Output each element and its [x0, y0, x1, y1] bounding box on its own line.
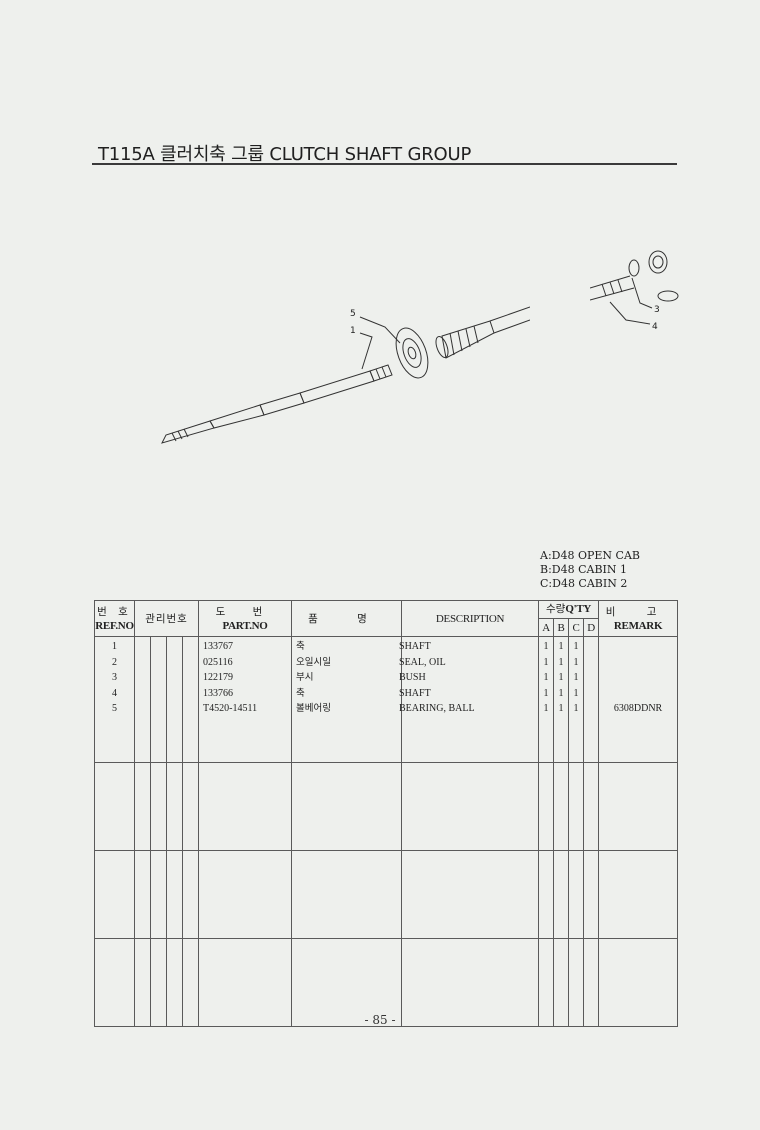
shaft-1-spline [369, 364, 393, 382]
blank-row [94, 850, 679, 939]
remark-column: 6308DDNR [598, 636, 679, 763]
qty-a-value: 1 [543, 672, 549, 683]
qty-b-value: 1 [558, 687, 564, 699]
remark-value: 6308DDNR [613, 703, 663, 714]
qty-c-value: 1 [573, 641, 579, 652]
callout-3: 3 [654, 305, 660, 315]
blank-row [94, 938, 679, 1027]
qty-d-column [583, 636, 600, 763]
qty-col-c: C [568, 618, 585, 637]
table-row-ref: 3 [112, 672, 117, 683]
qty-d-value [584, 655, 598, 671]
table-row-desc: BEARING, BALL [399, 703, 475, 714]
remark-value [599, 686, 677, 702]
mgmt-cell [150, 636, 167, 763]
ref-no-header: 번 호 REF.NO [94, 600, 135, 637]
description-header: DESCRIPTION [401, 600, 540, 637]
table-row-desc: BUSH [399, 672, 426, 683]
qty-b-value: 1 [558, 641, 564, 652]
shaft-1-segment [209, 404, 265, 429]
variant-c: C:D48 CABIN 2 [540, 577, 628, 590]
table-row-part: 025116 [203, 656, 233, 668]
table-row-ref: 2 [112, 656, 117, 668]
blank-row [94, 762, 679, 851]
shaft-1-tip [161, 420, 215, 444]
qty-d-value [584, 670, 598, 686]
oil-seal-2 [648, 250, 668, 274]
qty-col-d: D [583, 618, 600, 637]
table-row-desc: SHAFT [399, 687, 431, 699]
qty-a-column: 1 1 1 1 1 [538, 636, 555, 763]
callout-5: 5 [350, 309, 356, 319]
remark-header: 비 고 REMARK [598, 600, 679, 637]
table-row-desc: SHAFT [399, 641, 431, 652]
page-title: T115A 클러치축 그룹 CLUTCH SHAFT GROUP [98, 144, 472, 165]
table-row-part: 133767 [203, 641, 234, 652]
table-row-name: 축 [296, 687, 305, 699]
diagram-right-detail: 3 4 [590, 250, 679, 332]
qty-a-value: 1 [543, 656, 549, 668]
qty-b-value: 1 [558, 656, 564, 668]
mgmt-no-header: 관리번호 [133, 600, 200, 637]
variant-b: B:D48 CABIN 1 [540, 563, 628, 576]
qty-a-value: 1 [543, 703, 549, 714]
qty-d-value [584, 701, 598, 717]
bearing-5 [395, 327, 429, 379]
table-row-ref: 1 [112, 641, 117, 652]
qty-c-value: 1 [573, 687, 579, 699]
qty-col-b: B [553, 618, 570, 637]
mgmt-cell [166, 636, 183, 763]
callout-4: 4 [652, 322, 658, 332]
table-row-part: T4520-14511 [203, 703, 258, 714]
title-rule [92, 163, 677, 165]
table-row-name: 축 [296, 641, 305, 652]
qty-d-value [584, 686, 598, 702]
remark-value [599, 670, 677, 686]
bush-3 [628, 259, 640, 277]
leader-3 [631, 277, 653, 309]
qty-a-value: 1 [543, 687, 549, 699]
table-row-desc: SEAL, OIL [399, 656, 446, 668]
table-row-name: 볼베어링 [296, 703, 331, 714]
callout-1: 1 [350, 326, 356, 336]
qty-b-column: 1 1 1 1 1 [553, 636, 570, 763]
qty-c-value: 1 [573, 656, 579, 668]
table-row-part: 122179 [203, 672, 234, 683]
qty-c-value: 1 [573, 672, 579, 683]
clutch-shaft-exploded-diagram: 5 1 [161, 306, 530, 444]
table-row-name: 오일시일 [296, 656, 331, 668]
page-number: - 85 - [364, 1013, 396, 1027]
table-row-part: 133766 [203, 687, 234, 699]
shaft-4-body [489, 306, 530, 322]
table-row-ref: 4 [112, 687, 117, 699]
qty-a-value: 1 [543, 641, 549, 652]
qty-c-column: 1 1 1 1 1 [568, 636, 585, 763]
name-ko-header: 품 명 [291, 600, 403, 637]
mgmt-cell [181, 636, 200, 763]
parts-rows: 1 2 3 4 5 133767 025116 122179 133766 T4… [94, 636, 679, 763]
table-row-ref: 5 [112, 703, 117, 714]
part-no-header: 도 번 PART.NO [198, 600, 293, 637]
qty-c-value: 1 [573, 703, 579, 714]
remark-value [599, 639, 677, 655]
remark-value [599, 655, 677, 671]
description-column: SHAFT SEAL, OIL BUSH SHAFT BEARING, BALL [399, 636, 540, 763]
qty-header: 수량Q'TY [538, 600, 600, 619]
parts-table: 번 호 REF.NO 관리번호 도 번 PART.NO 품 명 DESCRIPT… [94, 600, 679, 1027]
model-variant-legend: A:D48 OPEN CAB B:D48 CABIN 1 C:D48 CABIN… [540, 549, 640, 591]
part-no-column: 133767 025116 122179 133766 T4520-14511 [198, 636, 293, 763]
leader-5 [359, 316, 401, 344]
mgmt-cell [134, 636, 151, 763]
ref-column: 1 2 3 4 5 [94, 636, 135, 763]
variant-a: A:D48 OPEN CAB [540, 549, 640, 562]
qty-b-value: 1 [558, 703, 564, 714]
leader-1 [359, 332, 373, 370]
name-ko-column: 축 오일시일 부시 축 볼베어링 [291, 636, 403, 763]
leader-4 [609, 301, 651, 325]
qty-d-value [584, 639, 598, 655]
table-row-name: 부시 [296, 672, 314, 683]
qty-col-a: A [538, 618, 555, 637]
qty-b-value: 1 [558, 672, 564, 683]
detail-ring [657, 290, 679, 302]
